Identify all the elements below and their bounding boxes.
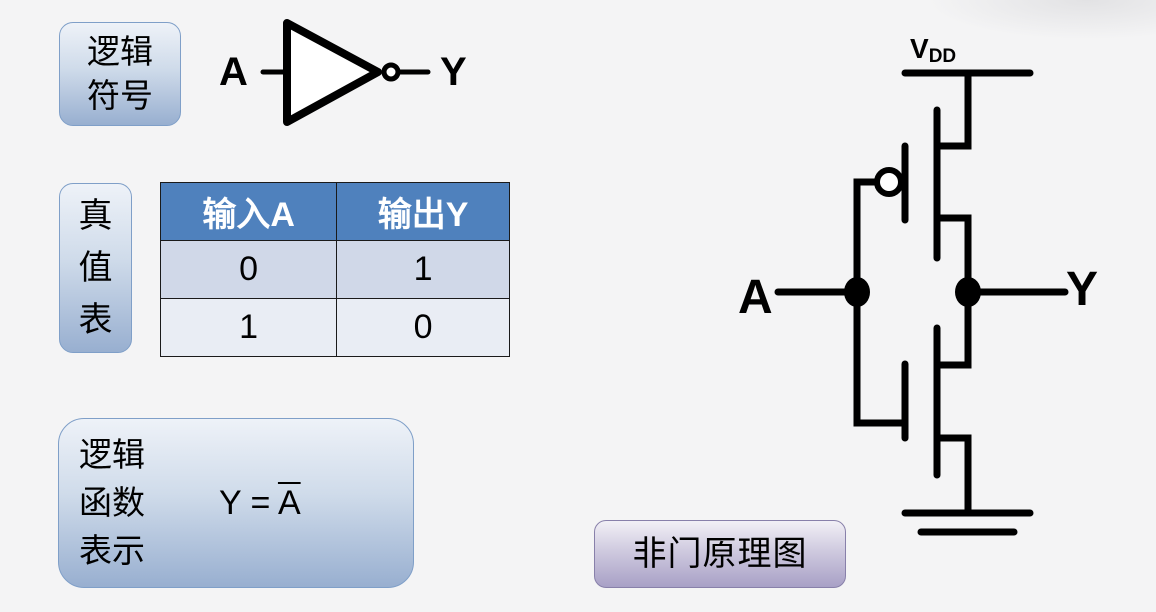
logic-symbol-label-line: 符号 (87, 76, 153, 115)
logic-symbol-label-box: 逻辑 符号 (59, 22, 181, 126)
truth-table: 输入A 输出Y 0 1 1 0 (159, 182, 510, 357)
truth-table-label-char: 表 (78, 300, 113, 340)
truth-table-header-row: 输入A 输出Y (159, 182, 510, 241)
cmos-input-label: A (738, 271, 773, 324)
not-gate-symbol-icon (260, 19, 431, 126)
cell-input: 0 (159, 240, 338, 299)
vdd-label-main: V (910, 33, 929, 64)
gate-input-label: A (219, 50, 248, 94)
header-output-y: 输出Y (336, 182, 510, 241)
table-row: 1 0 (159, 298, 510, 357)
logic-function-label-line: 表示 (79, 531, 145, 570)
logic-symbol-label-line: 逻辑 (87, 32, 153, 71)
logic-function-box: 逻辑 函数 表示 Y = A (58, 418, 414, 588)
cmos-output-label: Y (1066, 263, 1099, 316)
expression-a-bar: A (277, 483, 301, 522)
nmos-drain-wire (936, 288, 972, 369)
gate-triangle (283, 19, 382, 126)
not-gate-schematic-button[interactable]: 非门原理图 (594, 520, 846, 588)
cell-output: 0 (336, 298, 510, 357)
logic-function-label: 逻辑 函数 表示 (79, 431, 145, 575)
input-junction-dot (844, 277, 870, 307)
cell-input: 1 (159, 298, 338, 357)
output-junction-dot (955, 277, 981, 307)
truth-table-label-char: 值 (78, 248, 113, 288)
gate-output-label: Y (440, 50, 467, 94)
logic-function-label-line: 函数 (79, 483, 145, 522)
schematic-button-label: 非门原理图 (632, 533, 808, 574)
cell-output: 1 (336, 240, 510, 299)
pmos-gate-wire (853, 178, 879, 296)
nmos-source-wire (936, 434, 972, 517)
truth-table-label-box: 真 值 表 (59, 183, 132, 353)
expression-lhs: Y = (219, 483, 278, 522)
corner-decoration (926, 0, 1156, 40)
pmos-source-wire (936, 69, 972, 150)
logic-function-expression: Y = A (219, 483, 301, 524)
vdd-label: VDD (910, 33, 956, 68)
pmos-bubble-icon (874, 167, 904, 197)
header-input-a: 输入A (159, 182, 338, 241)
truth-table-label-char: 真 (78, 196, 113, 236)
pmos-drain-wire (936, 214, 972, 296)
nmos-gate-wire (853, 288, 906, 427)
vdd-label-sub: DD (928, 46, 957, 67)
cmos-inverter-schematic (774, 69, 1069, 536)
table-row: 0 1 (159, 240, 510, 299)
logic-function-label-line: 逻辑 (79, 435, 145, 474)
